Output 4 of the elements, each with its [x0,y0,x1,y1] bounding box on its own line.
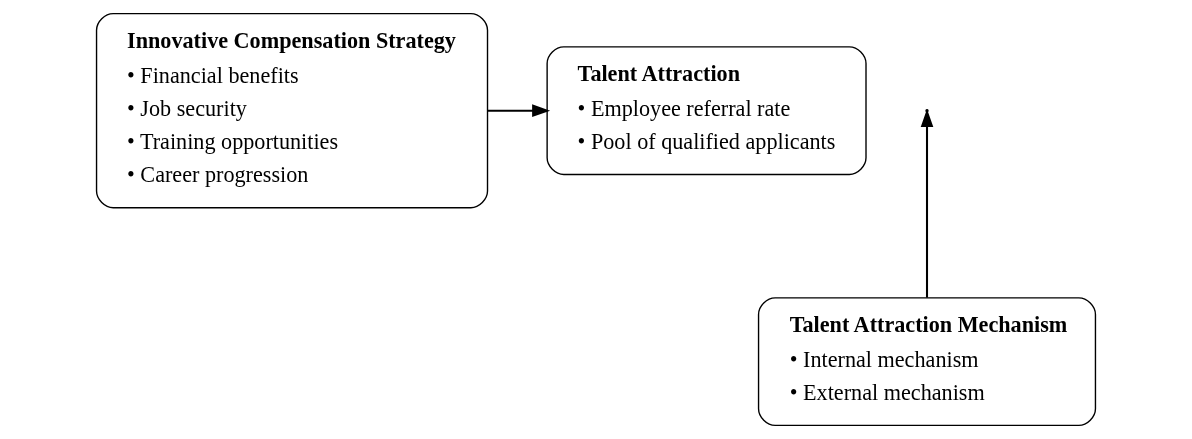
node-box: Innovative Compensation Strategy • Financial benefits • Job security • Training opportunities • Career progression [95,12,489,209]
node-box: Talent Attraction Mechanism • Internal mechanism • External mechanism [757,297,1097,427]
arrow [487,104,551,117]
node-box: Talent Attraction • Employee referral rate • Pool of qualified applicants [546,46,867,176]
